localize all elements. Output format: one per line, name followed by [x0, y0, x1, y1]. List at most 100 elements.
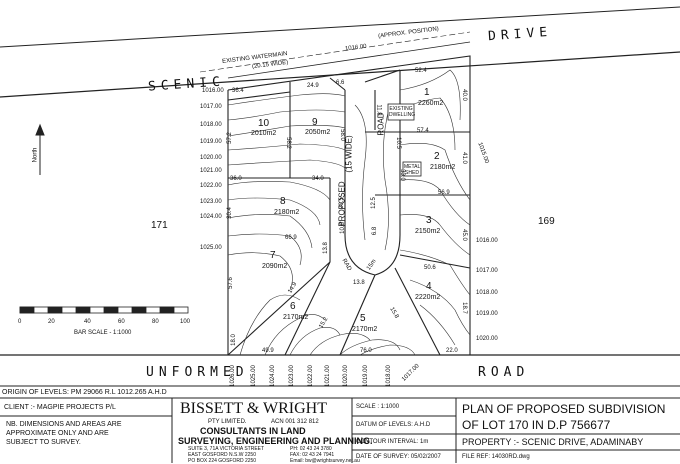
contour-label: 1016.00: [202, 88, 224, 94]
dimension-label: 40.0: [460, 89, 467, 101]
dimension-label: 13.8: [322, 242, 329, 254]
contour-lines: [227, 69, 471, 356]
scale-tick: 0: [18, 319, 22, 325]
dimension-label: 24.9: [307, 83, 319, 89]
client-label: CLIENT :- MAGPIE PROJECTS P/L: [4, 404, 116, 411]
dimension-label: 52.4: [415, 68, 427, 74]
contour-label: 1018.00: [200, 122, 222, 128]
lot-number: 1: [424, 87, 430, 98]
adjacent-lot-right: 169: [538, 216, 555, 227]
dimension-label: 50.6: [424, 265, 436, 271]
lot-area: 2260m2: [418, 100, 444, 107]
lot-area: 2170m2: [283, 314, 309, 321]
dimension-label: 45.0: [460, 229, 467, 241]
street-name-unformed: UNFORMED: [146, 365, 249, 380]
contour-label: 1018.00: [476, 290, 498, 296]
scale-tick: 20: [48, 319, 55, 325]
firm-acn: ACN 001 312 812: [271, 419, 319, 425]
contour-label: 1017.00: [200, 104, 222, 110]
dimension-label: 49.9: [262, 348, 274, 354]
firm-address-3: PO BOX 224 GOSFORD 2250: [188, 458, 257, 464]
scale-tick: 80: [152, 319, 159, 325]
scale-field: SCALE : 1:1000: [356, 404, 400, 410]
lot-area: 2170m2: [352, 326, 378, 333]
datum-field: DATUM OF LEVELS: A.H.D: [356, 422, 431, 428]
dimension-label: 22.0: [446, 348, 458, 354]
lot-number: 5: [360, 313, 366, 324]
dimension-label: 10.5: [394, 137, 401, 149]
dimension-label: 30.4: [226, 207, 233, 219]
contour-label: 1021.00: [200, 168, 222, 174]
dimension-label: 36.4: [232, 88, 244, 94]
lot-number: 8: [280, 196, 286, 207]
contour-label: 1023.00: [288, 365, 295, 387]
plan-title-line-1: PLAN OF PROPOSED SUBDIVISION: [462, 402, 666, 416]
street-name-road: ROAD: [478, 365, 530, 380]
dimension-label: 20.5: [338, 197, 345, 209]
contour-label: 1016.00: [476, 238, 498, 244]
lot-number: 10: [258, 118, 270, 129]
dimension-label: 36.0: [230, 176, 242, 182]
lot-area: 2180m2: [430, 164, 456, 171]
firm-address-2: EAST GOSFORD N.S.W 2250: [188, 452, 256, 458]
scale-tick: 100: [180, 319, 191, 325]
contour-label: 1022.00: [200, 183, 222, 189]
lot-area: 2220m2: [415, 294, 441, 301]
dimension-label: 6.6: [336, 80, 345, 86]
dimension-label: 58.0: [338, 129, 345, 141]
contour-label: 1019.00: [476, 311, 498, 317]
firm-phone: PH: 02 43 24 3780: [290, 446, 332, 452]
contour-label: 1020.00: [200, 155, 222, 161]
dimension-label: 57.2: [226, 132, 233, 144]
contour-label: 1021.00: [324, 365, 331, 387]
north-label: North: [32, 147, 39, 163]
contour-label: 1026.00: [229, 365, 236, 387]
dimension-label: 66.9: [285, 235, 297, 241]
lot-area: 2050m2: [305, 129, 331, 136]
contour-label: 1020.00: [342, 365, 349, 387]
firm-email: Email: bw@wrightsurvey.net.au: [290, 458, 360, 464]
contour-label: 1017.00: [476, 268, 498, 274]
contour-label: 1019.00: [362, 365, 369, 387]
dimension-label: 56.9: [438, 190, 450, 196]
contour-label: 1019.00: [200, 139, 222, 145]
dimension-label: 18.7: [460, 302, 467, 314]
firm-type: PTY LIMITED.: [208, 419, 247, 425]
contour-label: 1024.00: [269, 365, 276, 387]
lot-number: 9: [312, 117, 318, 128]
lot-area: 2010m2: [251, 130, 277, 137]
dimension-label: 12.5: [370, 197, 377, 209]
lot-area: 2090m2: [262, 263, 288, 270]
contour-interval-field: CONTOUR INTERVAL: 1m: [356, 439, 429, 445]
dimension-label: 76.0: [360, 348, 372, 354]
dimension-label: 57.6: [227, 277, 234, 289]
lot-area: 2180m2: [274, 209, 300, 216]
lot-number: 6: [290, 301, 296, 312]
dimension-label: 18.0: [230, 334, 237, 346]
contour-label: 1024.00: [200, 214, 222, 220]
dimension-label: 34.0: [312, 176, 324, 182]
dimension-label: 41.0: [460, 152, 467, 164]
contour-label: 1025.00: [200, 245, 222, 251]
plan-title-line-2: OF LOT 170 IN D.P 756677: [462, 418, 611, 432]
scale-tick: 60: [118, 319, 125, 325]
firm-address-1: SUITE 3, 71A VICTORIA STREET: [188, 446, 265, 452]
survey-date-field: DATE OF SURVEY: 05/02/2007: [356, 454, 441, 460]
dimension-label: 13.8: [353, 280, 365, 286]
firm-name: BISSETT & WRIGHT: [180, 400, 327, 417]
firm-fax: FAX: 02 43 24 7941: [290, 452, 335, 458]
origin-of-levels: ORIGIN OF LEVELS: PM 29066 R.L 1012.265 …: [2, 389, 167, 396]
dimension-label: 6.8: [372, 226, 379, 236]
dimension-label: 57.4: [417, 128, 429, 134]
contour-label: 1020.00: [476, 336, 498, 342]
scale-bar-label: BAR SCALE - 1:1000: [74, 330, 132, 336]
property-field: PROPERTY :- SCENIC DRIVE, ADAMINABY: [462, 437, 644, 447]
metal-shed: [402, 161, 422, 177]
lot-number: 2: [434, 151, 440, 162]
lot-number: 4: [426, 281, 432, 292]
north-arrow-icon: [35, 123, 45, 175]
contour-label: 1018.00: [385, 365, 392, 387]
dwelling-label: EXISTING DWELLING: [389, 106, 416, 118]
lot-number: 3: [426, 215, 432, 226]
